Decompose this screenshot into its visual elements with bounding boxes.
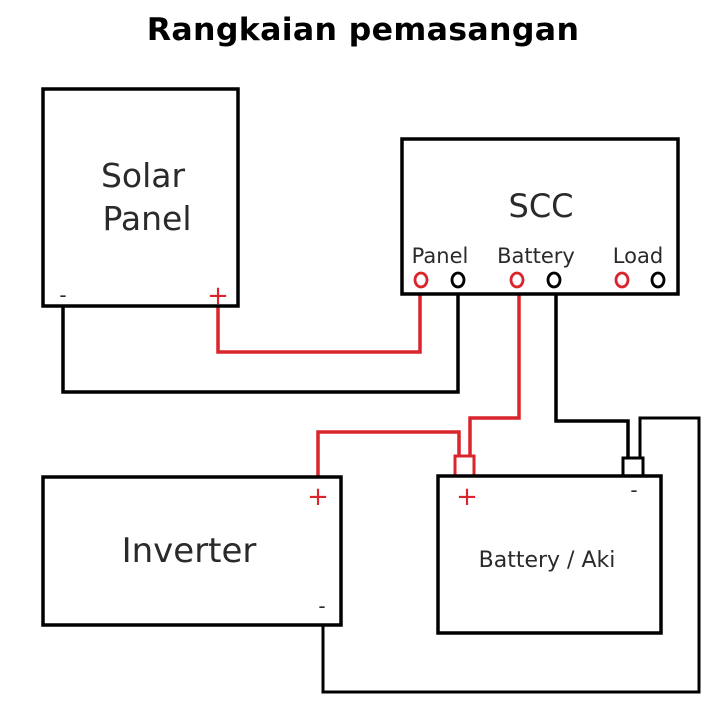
wire-scc-battery-positive <box>468 290 521 458</box>
solar-panel-label-line2: Panel <box>102 199 191 238</box>
solar-minus-symbol: - <box>59 283 66 307</box>
battery-plus-symbol: + <box>456 482 478 512</box>
battery-minus-symbol: - <box>630 478 637 502</box>
inverter-plus-symbol: + <box>307 482 329 512</box>
solar-panel-box: Solar Panel - + <box>41 87 240 311</box>
battery-box: Battery / Aki + - <box>436 474 663 635</box>
diagram-title: Rangkaian pemasangan <box>146 12 580 48</box>
battery-negative-post <box>621 456 645 478</box>
battery-label: Battery / Aki <box>479 548 616 573</box>
scc-load-positive-terminal <box>614 271 630 289</box>
scc-terminal-label-load: Load <box>613 244 663 268</box>
solar-panel-label-line1: Solar <box>101 156 186 195</box>
inverter-box: Inverter + - <box>41 475 343 627</box>
battery-positive-post <box>453 454 476 478</box>
wire-scc-battery-negative <box>554 290 630 460</box>
wire-solar-negative <box>61 290 460 394</box>
wire-inverter-positive <box>316 430 461 478</box>
scc-terminal-label-battery: Battery <box>497 244 575 268</box>
wire-inverter-negative <box>321 416 701 694</box>
scc-panel-negative-terminal <box>450 271 466 289</box>
scc-terminal-label-panel: Panel <box>412 244 469 268</box>
inverter-label: Inverter <box>122 531 257 571</box>
wire-solar-positive <box>216 290 422 354</box>
inverter-minus-symbol: - <box>318 594 325 618</box>
scc-label: SCC <box>509 187 574 225</box>
solar-plus-symbol: + <box>207 281 229 311</box>
scc-load-negative-terminal <box>650 271 666 289</box>
scc-battery-negative-terminal <box>546 271 562 289</box>
scc-box: SCC Panel Battery Load <box>400 137 680 296</box>
scc-battery-positive-terminal <box>509 271 525 289</box>
scc-panel-positive-terminal <box>413 271 429 289</box>
